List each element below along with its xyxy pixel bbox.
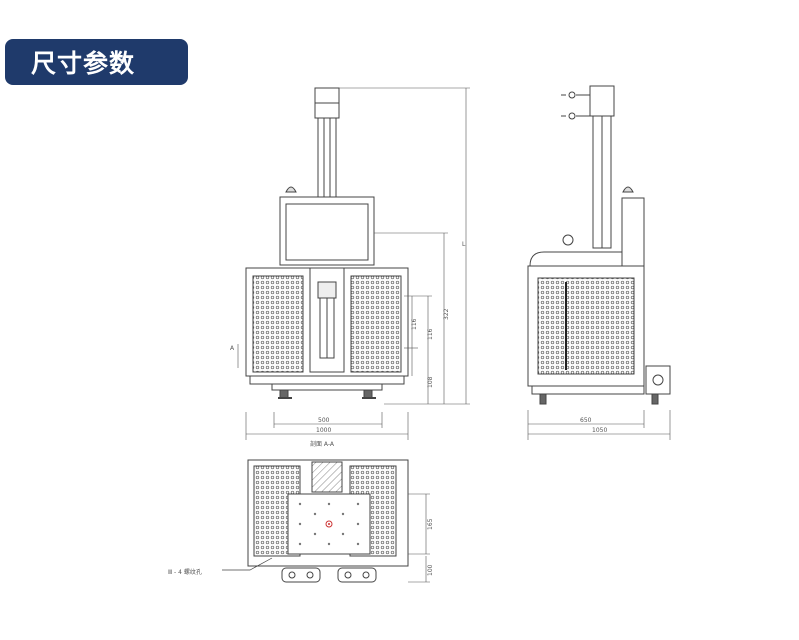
side-dimensions <box>527 410 671 440</box>
front-monitor <box>279 196 375 266</box>
page-title: 尺寸参数 <box>31 49 136 78</box>
left-callout: A <box>230 345 235 352</box>
top-callout-leader <box>222 557 273 571</box>
title-badge: 尺寸参数 <box>5 39 188 85</box>
front-center-frame <box>309 267 345 373</box>
side-mesh <box>537 277 635 375</box>
top-column-section <box>311 461 343 493</box>
top-dim-right2: 100 <box>427 564 434 576</box>
top-view <box>222 459 409 583</box>
section-label: 剖面 A-A <box>310 440 335 448</box>
side-tower <box>621 197 645 269</box>
top-plate-holes <box>298 502 360 546</box>
dim-upper: 322 <box>443 308 450 320</box>
top-dimensions <box>408 493 430 583</box>
top-foot-left <box>281 567 321 583</box>
dim-mid2: 116 <box>411 318 418 330</box>
front-base <box>249 375 405 385</box>
front-mesh-right <box>350 275 402 373</box>
side-view <box>527 85 671 405</box>
dim-width-outer: 1000 <box>316 427 331 434</box>
side-eyebolt <box>562 234 574 246</box>
dim-mid1: 116 <box>427 328 434 340</box>
dim-total-height: L <box>462 241 466 248</box>
side-dim-outer: 1050 <box>592 427 607 434</box>
dim-width-inner: 500 <box>318 417 330 424</box>
front-beacon <box>285 186 297 193</box>
side-beacon <box>622 186 634 193</box>
top-callout-text: Ⅲ - 4 螺纹孔 <box>168 568 202 576</box>
front-dimensions <box>237 87 470 440</box>
side-base-block <box>645 365 671 395</box>
top-dim-right1: 165 <box>427 518 434 530</box>
dim-low: 108 <box>427 376 434 388</box>
side-dim-inner: 650 <box>580 417 592 424</box>
front-view <box>245 87 409 399</box>
front-column <box>317 117 337 199</box>
top-foot-right <box>337 567 377 583</box>
side-column-head <box>589 85 615 117</box>
front-mesh-left <box>252 275 304 373</box>
